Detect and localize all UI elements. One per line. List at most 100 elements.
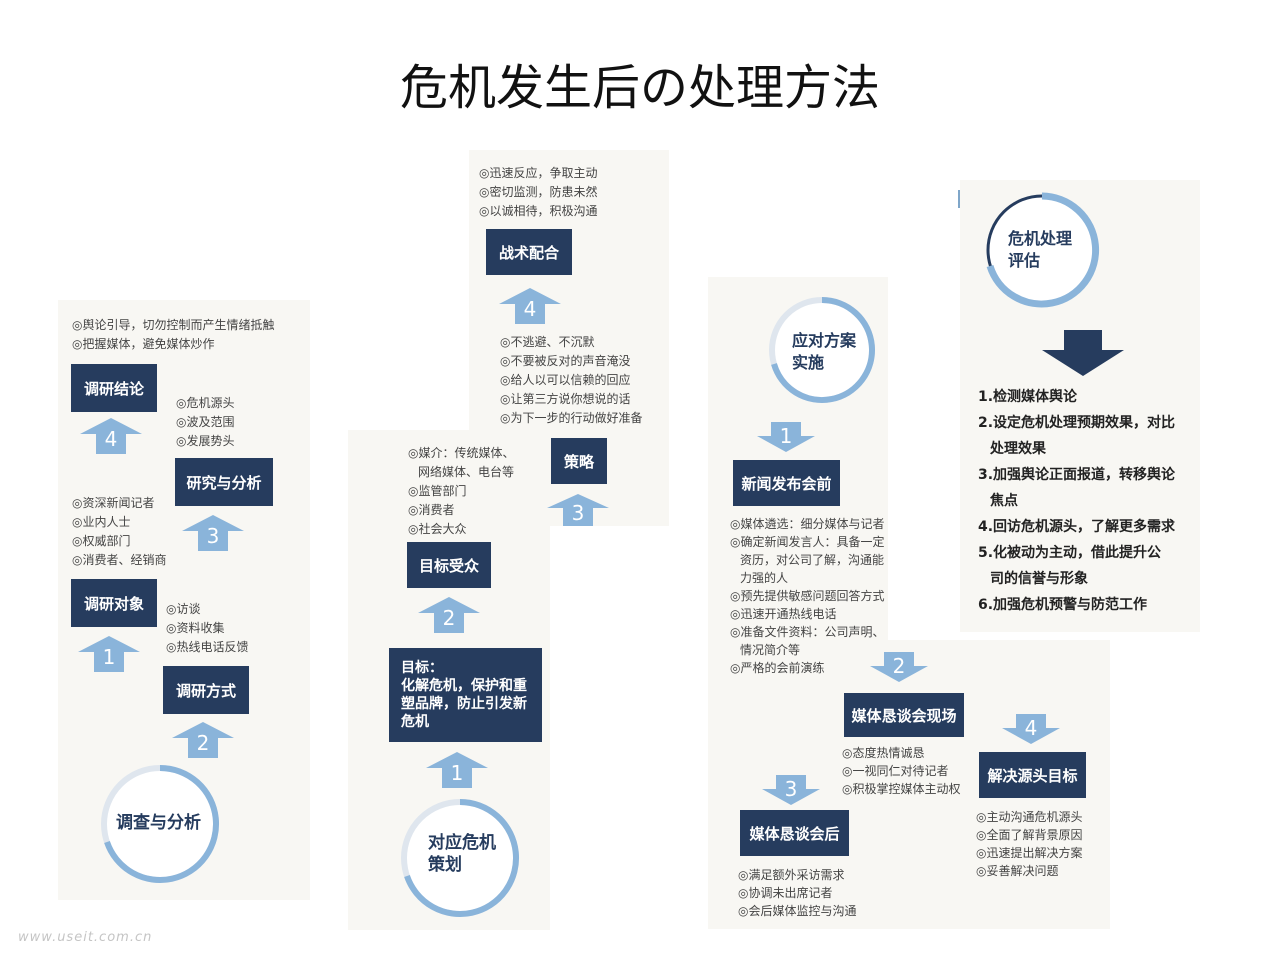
list-item: 情况简介等 xyxy=(740,643,801,657)
circle-label: 调查与分析 xyxy=(116,813,201,833)
conclusions-list: ◎舆论引导，切勿控制而产生情绪抵触 ◎把握媒体，避免媒体炒作 xyxy=(72,316,274,354)
evaluation-list: 1.检测媒体舆论 2.设定危机处理预期效果，对比 处理效果 3.加强舆论正面报道… xyxy=(978,384,1175,618)
progress-ring-icon xyxy=(769,297,875,403)
list-item: ◎满足额外采访需求 xyxy=(738,868,845,882)
step-number: 1 xyxy=(450,761,464,785)
progress-ring-icon xyxy=(101,765,219,883)
down-arrow-icon xyxy=(762,775,820,805)
list-item: 网络媒体、电台等 xyxy=(418,465,515,479)
step-3-arrow: 3 xyxy=(182,515,244,551)
step-2-arrow: 2 xyxy=(172,722,234,758)
audience-list: ◎媒介：传统媒体、 网络媒体、电台等 ◎监管部门 ◎消费者 ◎社会大众 xyxy=(408,444,514,539)
list-item: 5.化被动为主动，借此提升公 xyxy=(978,545,1162,561)
step-number: 2 xyxy=(442,606,456,630)
progress-ring-icon xyxy=(986,192,1100,308)
list-item: ◎消费者 xyxy=(408,503,455,517)
analysis-list: ◎危机源头 ◎波及范围 ◎发展势头 xyxy=(176,394,234,451)
list-item: 力强的人 xyxy=(740,571,789,585)
live-conference-box: 媒体恳谈会现场 xyxy=(844,693,964,737)
step-3-arrow: 3 xyxy=(762,775,820,805)
conclusion-box: 调研结论 xyxy=(71,364,157,412)
list-item: 1.检测媒体舆论 xyxy=(978,389,1078,405)
circle-label: 危机处理 评估 xyxy=(1008,229,1073,270)
list-item: 3.加强舆论正面报道，转移舆论 xyxy=(978,467,1176,483)
up-arrow-icon xyxy=(182,515,244,551)
list-item: ◎态度热情诚恳 xyxy=(842,746,925,760)
list-item: ◎资深新闻记者 xyxy=(72,496,155,510)
step-2-arrow: 2 xyxy=(418,597,480,633)
list-item: ◎密切监测，防患未然 xyxy=(479,185,598,199)
list-item: 2.设定危机处理预期效果，对比 xyxy=(978,415,1176,431)
list-item: ◎给人以可以信赖的回应 xyxy=(500,373,631,387)
list-item: ◎危机源头 xyxy=(176,396,235,410)
list-item: ◎热线电话反馈 xyxy=(166,640,249,654)
list-item: ◎媒介：传统媒体、 xyxy=(408,446,515,460)
up-arrow-icon xyxy=(80,418,142,454)
up-arrow-icon xyxy=(418,597,480,633)
list-item: ◎为下一步的行动做好准备 xyxy=(500,411,643,425)
down-arrow-icon xyxy=(1002,714,1060,744)
implement-circle: 应对方案 实施 xyxy=(766,294,878,406)
source-goal-box: 解决源头目标 xyxy=(979,752,1086,798)
list-item: ◎一视同仁对待记者 xyxy=(842,764,949,778)
down-arrow-icon xyxy=(870,652,928,682)
step-4-arrow: 4 xyxy=(1002,714,1060,744)
up-arrow-icon xyxy=(547,494,609,526)
step-number: 1 xyxy=(102,645,116,669)
step-number: 3 xyxy=(206,524,220,548)
step-number: 4 xyxy=(1024,716,1038,740)
list-item: ◎迅速开通热线电话 xyxy=(730,607,837,621)
list-item: ◎协调未出席记者 xyxy=(738,886,833,900)
step-number: 4 xyxy=(104,427,118,451)
live-conference-list: ◎态度热情诚恳 ◎一视同仁对待记者 ◎积极掌控媒体主动权 xyxy=(842,744,960,798)
list-item: ◎资料收集 xyxy=(166,621,225,635)
up-arrow-icon xyxy=(426,752,488,788)
step-number: 2 xyxy=(196,731,210,755)
list-item: ◎会后媒体监控与沟通 xyxy=(738,904,857,918)
list-item: 焦点 xyxy=(990,493,1018,509)
step-1-arrow: 1 xyxy=(426,752,488,788)
methods-list: ◎访谈 ◎资料收集 ◎热线电话反馈 xyxy=(166,600,248,657)
list-item: ◎访谈 xyxy=(166,602,201,616)
pre-conference-box: 新闻发布会前 xyxy=(733,460,840,506)
list-item: ◎权威部门 xyxy=(72,534,131,548)
list-item: ◎媒体遴选：细分媒体与记者 xyxy=(730,517,885,531)
tactics-box: 战术配合 xyxy=(486,229,572,275)
circle-label: 应对方案 实施 xyxy=(792,331,857,372)
list-item: ◎预先提供敏感问题回答方式 xyxy=(730,589,885,603)
step-3-arrow: 3 xyxy=(547,494,609,526)
tactics-list: ◎迅速反应，争取主动 ◎密切监测，防患未然 ◎以诚相待，积极沟通 xyxy=(479,164,597,221)
step-number: 1 xyxy=(779,424,793,448)
progress-ring-icon xyxy=(401,799,519,917)
list-item: ◎业内人士 xyxy=(72,515,131,529)
list-item: 6.加强危机预警与防范工作 xyxy=(978,597,1148,613)
step-number: 2 xyxy=(892,654,906,678)
pre-conference-list: ◎媒体遴选：细分媒体与记者 ◎确定新闻发言人：具备一定 资历，对公司了解，沟通能… xyxy=(730,515,884,677)
list-item: 司的信誉与形象 xyxy=(990,571,1088,587)
up-arrow-icon xyxy=(499,288,561,324)
research-circle: 调查与分析 xyxy=(98,762,222,886)
list-item: ◎严格的会前演练 xyxy=(730,661,825,675)
up-arrow-icon xyxy=(172,722,234,758)
list-item: ◎让第三方说你想说的话 xyxy=(500,392,631,406)
list-item: ◎舆论引导，切勿控制而产生情绪抵触 xyxy=(72,318,275,332)
list-item: 4.回访危机源头，了解更多需求 xyxy=(978,519,1176,535)
step-number: 4 xyxy=(523,297,537,321)
list-item: ◎把握媒体，避免媒体炒作 xyxy=(72,337,215,351)
list-item: ◎不逃避、不沉默 xyxy=(500,335,595,349)
up-arrow-icon xyxy=(78,636,140,672)
list-item: ◎消费者、经销商 xyxy=(72,553,167,567)
step-1-arrow: 1 xyxy=(757,422,815,452)
policy-list: ◎不逃避、不沉默 ◎不要被反对的声音淹没 ◎给人以可以信赖的回应 ◎让第三方说你… xyxy=(500,333,642,428)
list-item: ◎确定新闻发言人：具备一定 xyxy=(730,535,885,549)
list-item: ◎妥善解决问题 xyxy=(976,864,1059,878)
list-item: ◎社会大众 xyxy=(408,522,467,536)
strategy-circle: 对应危机 策划 xyxy=(398,796,522,920)
list-item: ◎迅速反应，争取主动 xyxy=(479,166,598,180)
policy-box: 策略 xyxy=(551,438,607,484)
post-conference-box: 媒体恳谈会后 xyxy=(740,810,849,856)
down-arrow-icon xyxy=(757,422,815,452)
list-item: ◎以诚相待，积极沟通 xyxy=(479,204,598,218)
list-item: ◎迅速提出解决方案 xyxy=(976,846,1083,860)
analysis-box: 研究与分析 xyxy=(175,458,273,506)
